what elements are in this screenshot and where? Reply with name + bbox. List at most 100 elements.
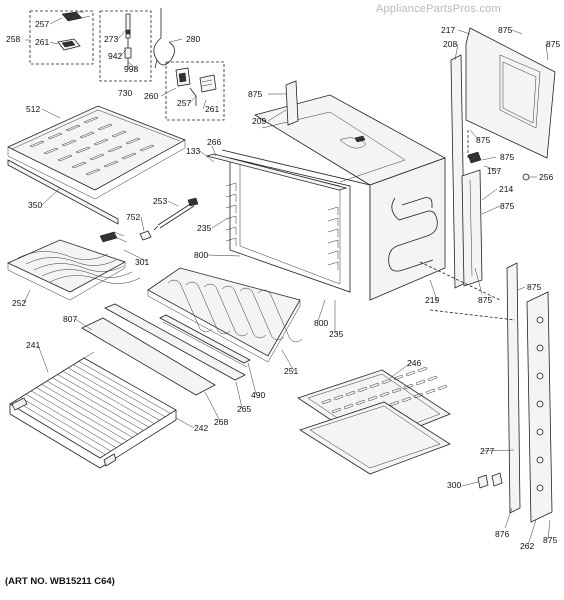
rack-bar — [57, 374, 149, 428]
callout-261: 261 — [35, 37, 49, 47]
vent-slot — [71, 161, 87, 169]
rack-bar — [52, 377, 144, 431]
leader-line — [204, 391, 221, 422]
leader-line — [160, 87, 177, 97]
callout-251: 251 — [284, 366, 298, 376]
pan-slot — [355, 399, 366, 406]
part-group-260 — [165, 61, 225, 121]
callout-214: 214 — [499, 184, 513, 194]
callout-217: 217 — [441, 25, 455, 35]
leader-line — [317, 299, 326, 322]
pan-slot — [415, 379, 426, 386]
callout-261: 261 — [205, 104, 219, 114]
part-214-bracket — [461, 169, 483, 287]
callout-235: 235 — [197, 223, 211, 233]
leader-line — [37, 344, 49, 373]
rail-hole — [536, 484, 544, 492]
vent-slot — [61, 139, 77, 147]
leader-line — [211, 217, 229, 229]
vent-slot — [83, 116, 99, 124]
rack-rung — [327, 261, 339, 270]
element-coil — [239, 287, 285, 341]
callout-209: 209 — [252, 116, 266, 126]
vent-slot — [139, 144, 155, 152]
rail-hole — [536, 428, 544, 436]
leader-line — [167, 200, 179, 207]
rack-rung — [225, 182, 237, 191]
pan-slot — [357, 386, 368, 393]
vent-slot — [97, 123, 113, 131]
leader-line — [41, 108, 61, 119]
rack-rung — [327, 250, 339, 259]
rack-bar — [20, 397, 111, 452]
pan-slot — [425, 388, 436, 395]
callout-350: 350 — [28, 200, 42, 210]
pan-slot — [413, 392, 424, 399]
leader-line — [527, 519, 537, 546]
pan-slot — [321, 398, 332, 405]
callout-875: 875 — [546, 39, 560, 49]
callout-235: 235 — [329, 329, 343, 339]
part-752 — [139, 230, 152, 241]
leader-line — [389, 361, 413, 379]
callout-265: 265 — [237, 404, 251, 414]
rail-hole — [536, 344, 544, 352]
callout-157: 157 — [487, 166, 501, 176]
rack-bar — [31, 390, 122, 445]
rack-bar — [41, 384, 133, 438]
element-coil — [221, 285, 267, 339]
callout-273: 273 — [104, 34, 118, 44]
pan-slot — [437, 384, 448, 391]
pan-slot — [401, 396, 412, 403]
part-group-258 — [29, 10, 94, 65]
leader-line — [199, 150, 215, 163]
part-209-oven-cavity — [221, 80, 446, 301]
part-253-tube — [153, 197, 199, 231]
vent-slot — [47, 132, 63, 140]
callout-266: 266 — [207, 137, 221, 147]
part-490-trim — [159, 314, 251, 368]
callout-208: 208 — [443, 39, 457, 49]
part-262-rail — [526, 291, 553, 523]
leader-line — [267, 109, 287, 122]
rack-rung — [327, 228, 339, 237]
pan-slot — [345, 390, 356, 397]
vent-slot — [43, 147, 59, 155]
leader-line — [483, 165, 501, 172]
element-coil — [257, 289, 303, 343]
part-241-oven-rack — [9, 351, 177, 469]
leader-line — [547, 519, 551, 540]
leader-line — [119, 49, 127, 57]
rack-rung — [327, 217, 339, 226]
part-280-probe — [153, 8, 175, 69]
rack-bar — [36, 387, 128, 442]
leader-line — [481, 205, 501, 215]
leader-line — [123, 249, 147, 262]
callout-875: 875 — [527, 282, 541, 292]
callout-942: 942 — [108, 51, 122, 61]
part-300-clips — [477, 472, 503, 489]
callout-875: 875 — [543, 535, 557, 545]
leader-line — [169, 38, 183, 43]
rack-bar — [78, 361, 171, 414]
callout-219: 219 — [425, 295, 439, 305]
leader-lines — [23, 17, 551, 546]
rack-bar — [15, 400, 106, 455]
callout-277: 277 — [480, 446, 494, 456]
callout-246: 246 — [407, 358, 421, 368]
callout-262: 262 — [520, 541, 534, 551]
leader-line — [117, 29, 127, 40]
leader-line — [517, 286, 526, 291]
element-coil — [25, 257, 117, 266]
callout-875: 875 — [500, 152, 514, 162]
part-157 — [467, 151, 482, 164]
pan-slot — [405, 370, 416, 377]
callout-257: 257 — [177, 98, 191, 108]
rack-bar — [25, 393, 117, 448]
callout-730: 730 — [118, 88, 132, 98]
pan-slot — [381, 378, 392, 385]
vent-slot — [85, 168, 101, 176]
callout-875: 875 — [498, 25, 512, 35]
leader-line — [211, 145, 217, 157]
callout-490: 490 — [251, 390, 265, 400]
